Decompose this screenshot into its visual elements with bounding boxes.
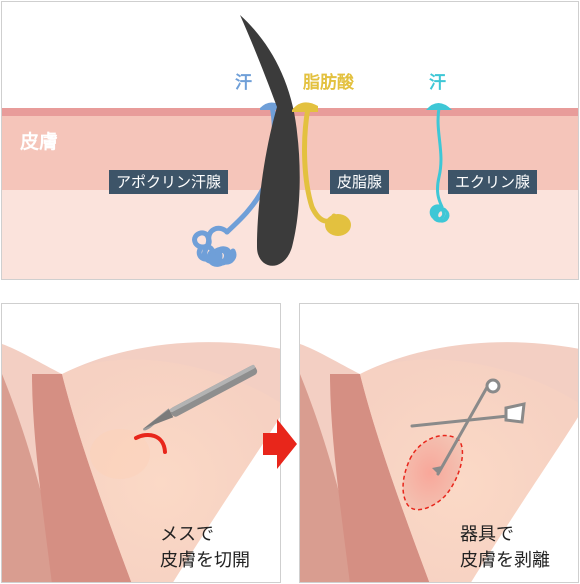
skin-label: 皮膚 (20, 131, 59, 153)
apocrine-gland-tag: アポクリン汗腺 (109, 170, 229, 194)
step1-caption-line1: メスで (160, 524, 214, 545)
step2-caption-line2: 皮膚を剥離 (460, 550, 550, 571)
fatty-acid-label: 脂肪酸 (303, 73, 354, 93)
upper-arm-white (2, 304, 280, 374)
step-incision-panel: メスで 皮膚を切開 (1, 303, 281, 583)
skin-diagram-svg (2, 2, 578, 279)
surgical-tool (410, 378, 526, 476)
torso-shadow (32, 374, 132, 582)
eccrine-gland (429, 106, 450, 223)
skin-diagram-panel: 皮膚 汗 脂肪酸 汗 アポクリン汗腺 皮脂腺 エクリン腺 (1, 1, 579, 280)
sebaceous-duct-cap (292, 102, 318, 112)
step2-caption-line1: 器具で (460, 524, 514, 545)
sebaceous-gland (325, 214, 351, 236)
eccrine-duct-cap (426, 103, 452, 110)
eccrine-gland-tag: エクリン腺 (448, 170, 538, 194)
hair-shaft (240, 15, 300, 266)
armpit-incision-illustration (2, 304, 280, 582)
next-step-arrow (263, 419, 297, 469)
incision-line (134, 433, 167, 454)
sweat-label-apocrine: 汗 (235, 73, 252, 93)
step1-caption-line2: 皮膚を切開 (160, 550, 250, 571)
sweat-label-eccrine: 汗 (429, 73, 446, 93)
scalpel (143, 364, 258, 431)
step-peeling-panel: 器具で 皮膚を剥離 (299, 303, 579, 583)
sebaceous-gland-tag: 皮脂腺 (330, 170, 390, 194)
torso-white (173, 417, 280, 582)
armpit-peeling-illustration (300, 304, 578, 582)
